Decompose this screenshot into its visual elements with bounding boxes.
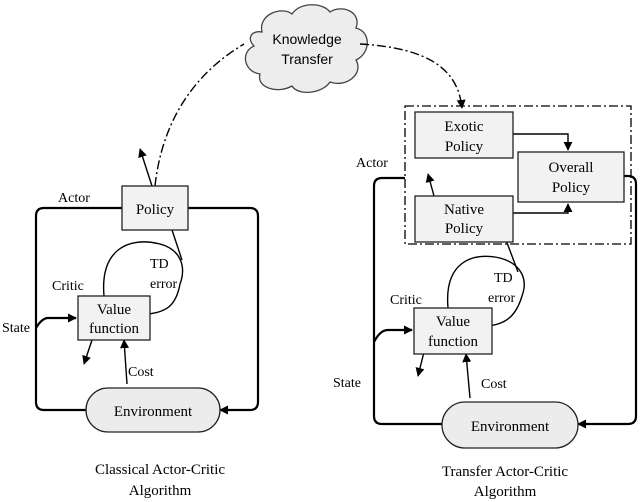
left-actor-label: Actor bbox=[58, 191, 90, 206]
right-error-label: error bbox=[488, 291, 516, 306]
right-td-link bbox=[505, 239, 519, 273]
right-cost-arrow bbox=[462, 353, 472, 399]
left-value-label-line1: Value bbox=[97, 302, 131, 318]
right-value-function-box bbox=[413, 307, 493, 355]
right-cost-label: Cost bbox=[481, 377, 507, 392]
left-error-label: error bbox=[150, 277, 178, 292]
right-value-label-line2: function bbox=[428, 334, 478, 350]
exotic-to-overall-arrow bbox=[513, 133, 573, 151]
left-policy-output-arrow bbox=[138, 148, 153, 187]
right-actor-label: Actor bbox=[356, 156, 388, 171]
left-policy-to-env-line bbox=[188, 206, 260, 415]
cloud-to-transfer-dashline bbox=[359, 43, 466, 109]
right-caption-line2: Algorithm bbox=[474, 484, 537, 500]
native-to-overall-arrow bbox=[513, 203, 573, 214]
left-environment-label: Environment bbox=[114, 404, 193, 420]
overall-policy-box bbox=[517, 151, 625, 203]
left-actor-state-loop bbox=[34, 206, 122, 412]
left-td-label: TD bbox=[150, 257, 169, 272]
right-state-label: State bbox=[333, 376, 361, 391]
left-caption-line1: Classical Actor-Critic bbox=[95, 462, 225, 478]
transfer-policy-group-frame bbox=[404, 105, 632, 245]
left-environment-box bbox=[85, 387, 221, 433]
exotic-policy-label-line2: Policy bbox=[445, 139, 484, 155]
left-state-label: State bbox=[2, 321, 30, 336]
exotic-policy-label-line1: Exotic bbox=[444, 119, 483, 135]
right-native-output-arrow bbox=[425, 173, 435, 197]
left-td-link bbox=[171, 229, 183, 261]
right-policy-to-env-line bbox=[577, 174, 638, 429]
classical-actor-critic: Policy Value function Environment Actor … bbox=[2, 148, 260, 499]
knowledge-transfer-cloud: Knowledge Transfer bbox=[244, 4, 368, 93]
overall-policy-label-line1: Overall bbox=[549, 160, 594, 176]
right-caption-line1: Transfer Actor-Critic bbox=[442, 464, 569, 480]
overall-policy-label-line2: Policy bbox=[552, 180, 591, 196]
policy-to-cloud-dashline bbox=[154, 43, 245, 187]
left-state-arrow bbox=[35, 313, 77, 329]
transfer-actor-critic: Exotic Policy Native Policy Overall Poli… bbox=[333, 111, 638, 500]
right-critic-label: Critic bbox=[390, 293, 422, 308]
cloud-label-line1: Knowledge bbox=[272, 31, 341, 47]
native-policy-box bbox=[414, 195, 514, 243]
left-cost-label: Cost bbox=[128, 365, 154, 380]
left-policy-label: Policy bbox=[136, 202, 175, 218]
right-state-arrow bbox=[373, 325, 413, 343]
right-actor-state-loop bbox=[372, 176, 442, 426]
left-policy-box bbox=[121, 185, 189, 231]
right-value-output-arrow bbox=[415, 351, 425, 377]
right-environment-box bbox=[441, 401, 579, 449]
left-td-error-curve bbox=[102, 241, 184, 315]
native-policy-label-line2: Policy bbox=[445, 221, 484, 237]
right-td-label: TD bbox=[494, 271, 513, 286]
left-value-function-box bbox=[77, 295, 151, 341]
left-value-output-arrow bbox=[82, 339, 93, 365]
left-value-label-line2: function bbox=[89, 321, 139, 337]
right-environment-label: Environment bbox=[471, 419, 550, 435]
left-critic-label: Critic bbox=[52, 279, 84, 294]
left-cost-arrow bbox=[120, 339, 130, 385]
left-caption-line2: Algorithm bbox=[129, 483, 192, 499]
exotic-policy-box bbox=[414, 111, 514, 159]
cloud-label-line2: Transfer bbox=[281, 51, 333, 67]
right-value-label-line1: Value bbox=[436, 314, 470, 330]
native-policy-label-line1: Native bbox=[444, 202, 484, 218]
